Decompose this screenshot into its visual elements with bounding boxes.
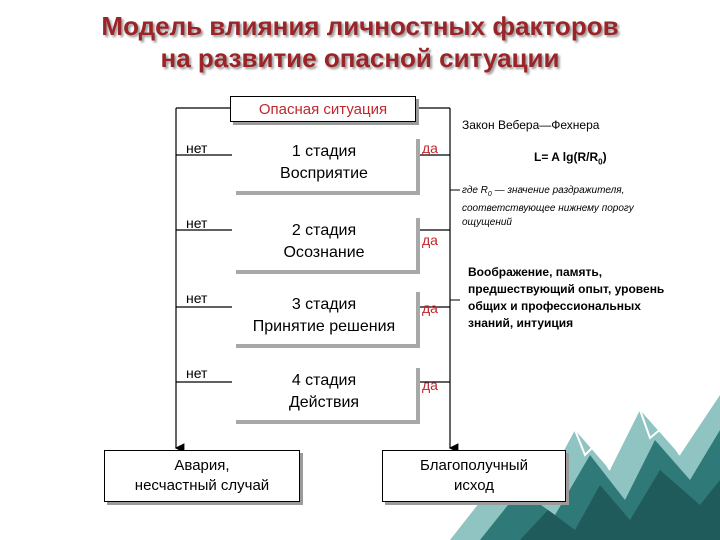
- outcome-accident-line2: несчастный случай: [135, 476, 269, 496]
- no-label-4: нет: [186, 365, 207, 381]
- law-title: Закон Вебера—Фехнера: [462, 118, 599, 133]
- stage-4-line1: 4 стадия: [292, 370, 356, 392]
- formula-note-prefix: где R: [462, 185, 488, 196]
- outcome-accident-box: Авария, несчастный случай: [104, 450, 300, 502]
- stage-3-box: 3 стадия Принятие решения: [232, 288, 416, 344]
- no-label-2: нет: [186, 215, 207, 231]
- formula: L= A lg(R/R0): [534, 150, 607, 169]
- outcome-success-line2: исход: [454, 476, 494, 496]
- formula-note: где R0 — значение раздражителя, соответс…: [462, 184, 682, 230]
- start-label: Опасная ситуация: [259, 101, 387, 118]
- no-label-1: нет: [186, 140, 207, 156]
- stage-2-line1: 2 стадия: [292, 220, 356, 242]
- stage-4-box: 4 стадия Действия: [232, 364, 416, 420]
- formula-close: ): [603, 150, 607, 164]
- stage-2-box: 2 стадия Осознание: [232, 214, 416, 270]
- start-box: Опасная ситуация: [230, 96, 416, 122]
- yes-label-2: да: [422, 232, 438, 248]
- formula-main: L= A lg(R/R: [534, 150, 598, 164]
- stage-3-line2: Принятие решения: [253, 316, 395, 338]
- no-label-3: нет: [186, 290, 207, 306]
- outcome-success-box: Благополучный исход: [382, 450, 566, 502]
- yes-label-3: да: [422, 300, 438, 316]
- yes-label-1: да: [422, 140, 438, 156]
- stage-1-line2: Восприятие: [280, 163, 368, 185]
- outcome-success-line1: Благополучный: [420, 456, 528, 476]
- stage-3-line1: 3 стадия: [292, 294, 356, 316]
- stage-2-line2: Осознание: [283, 242, 364, 264]
- stage-1-box: 1 стадия Восприятие: [232, 135, 416, 191]
- stage-4-line2: Действия: [289, 392, 359, 414]
- yes-label-4: да: [422, 377, 438, 393]
- factors-note: Воображение, память, предшествующий опыт…: [468, 264, 678, 332]
- outcome-accident-line1: Авария,: [174, 456, 229, 476]
- stage-1-line1: 1 стадия: [292, 141, 356, 163]
